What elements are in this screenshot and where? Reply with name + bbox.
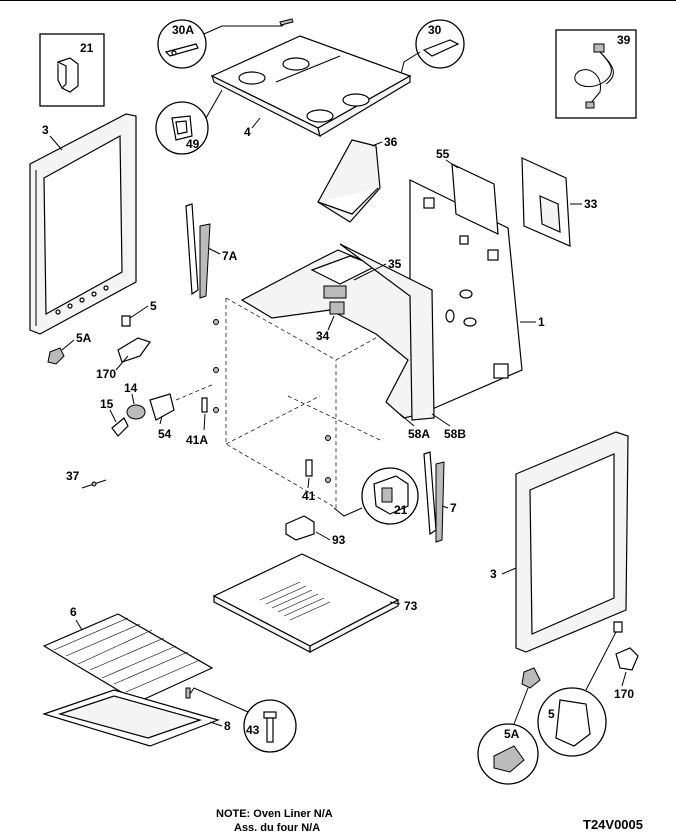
callout-4: 4 xyxy=(244,125,251,139)
part-93: 93 xyxy=(285,515,346,547)
diagram-reference-code: T24V0005 xyxy=(583,817,643,832)
callout-34: 34 xyxy=(316,329,330,343)
inset-box-part-39: 39 xyxy=(555,29,637,119)
callout-55: 55 xyxy=(436,147,450,161)
inset-box-part-21: 21 xyxy=(39,33,105,107)
bracket-part-36: 36 xyxy=(317,135,398,223)
rack-wires xyxy=(53,617,201,693)
circle-part-21: 21 xyxy=(333,467,419,525)
cooktop-panel-part-4: 4 xyxy=(210,35,412,139)
side-panel-left-part-3: 3 xyxy=(29,113,137,335)
side-panel-right-part-3: 3 xyxy=(490,431,629,653)
callout-8: 8 xyxy=(224,719,231,733)
callout-5A-circle: 5A xyxy=(504,727,520,741)
callout-35: 35 xyxy=(388,257,402,271)
callout-15: 15 xyxy=(100,397,114,411)
callout-41: 41 xyxy=(302,489,316,503)
callout-170-right: 170 xyxy=(614,687,634,701)
callout-30: 30 xyxy=(428,23,442,37)
callout-1: 1 xyxy=(538,315,545,329)
side-panel-holes xyxy=(55,285,109,315)
footer-note-line-1: NOTE: Oven Liner N/A xyxy=(216,808,333,820)
callout-7: 7 xyxy=(450,501,457,515)
callout-170-left: 170 xyxy=(96,367,116,381)
knob-assembly-group: 14 15 54 xyxy=(100,381,215,441)
circle-part-43-screw: 43 xyxy=(185,687,297,753)
callout-41A: 41A xyxy=(186,433,208,447)
panel-part-55: 55 xyxy=(436,147,499,235)
broil-pan-part-8: 8 xyxy=(42,689,231,747)
callout-93: 93 xyxy=(332,533,346,547)
callout-5-left: 5 xyxy=(150,299,157,313)
callout-3-right: 3 xyxy=(490,567,497,581)
wire-part-37: 37 xyxy=(66,469,107,489)
oven-bottom-part-73: 73 xyxy=(212,553,418,653)
oven-body-panel: 35 34 58A 58B xyxy=(240,243,466,441)
clip-part-41: 41 xyxy=(302,459,316,503)
callout-54: 54 xyxy=(158,427,172,441)
callout-7A: 7A xyxy=(222,249,238,263)
callout-37: 37 xyxy=(66,469,80,483)
callout-30A: 30A xyxy=(172,23,194,37)
leveling-leg-group-left: 5 5A 170 xyxy=(47,299,157,381)
callout-5A-left: 5A xyxy=(76,331,92,345)
callout-49: 49 xyxy=(186,137,200,151)
callout-73: 73 xyxy=(404,599,418,613)
callout-14: 14 xyxy=(124,381,138,395)
callout-36: 36 xyxy=(384,135,398,149)
bracket-part-7: 7 xyxy=(423,451,457,543)
callout-39: 39 xyxy=(617,33,631,47)
circle-part-49: 49 xyxy=(155,89,223,155)
circle-part-30A: 30A xyxy=(157,18,294,69)
callout-3-left: 3 xyxy=(42,123,49,137)
footer-note-line-2: Ass. du four N/A xyxy=(234,822,321,834)
oven-rack-part-6: 6 xyxy=(42,605,214,703)
bracket-part-7A: 7A xyxy=(185,203,238,299)
callout-58A: 58A xyxy=(408,427,430,441)
main-body-frame-dashed xyxy=(213,297,431,509)
panel-part-33: 33 xyxy=(521,157,598,247)
callout-5-circle: 5 xyxy=(548,707,555,721)
callout-6: 6 xyxy=(70,605,77,619)
callout-43: 43 xyxy=(246,723,260,737)
top-border xyxy=(0,0,676,1)
callout-33: 33 xyxy=(584,197,598,211)
circle-part-30: 30 xyxy=(399,19,465,79)
leveling-leg-group-right: 170 5 5A xyxy=(477,621,639,785)
callout-21-circle: 21 xyxy=(394,503,408,517)
clip-part-41A: 41A xyxy=(186,397,208,447)
callout-58B: 58B xyxy=(444,427,466,441)
vent-grille xyxy=(259,581,331,621)
callout-21-inset: 21 xyxy=(80,41,94,55)
